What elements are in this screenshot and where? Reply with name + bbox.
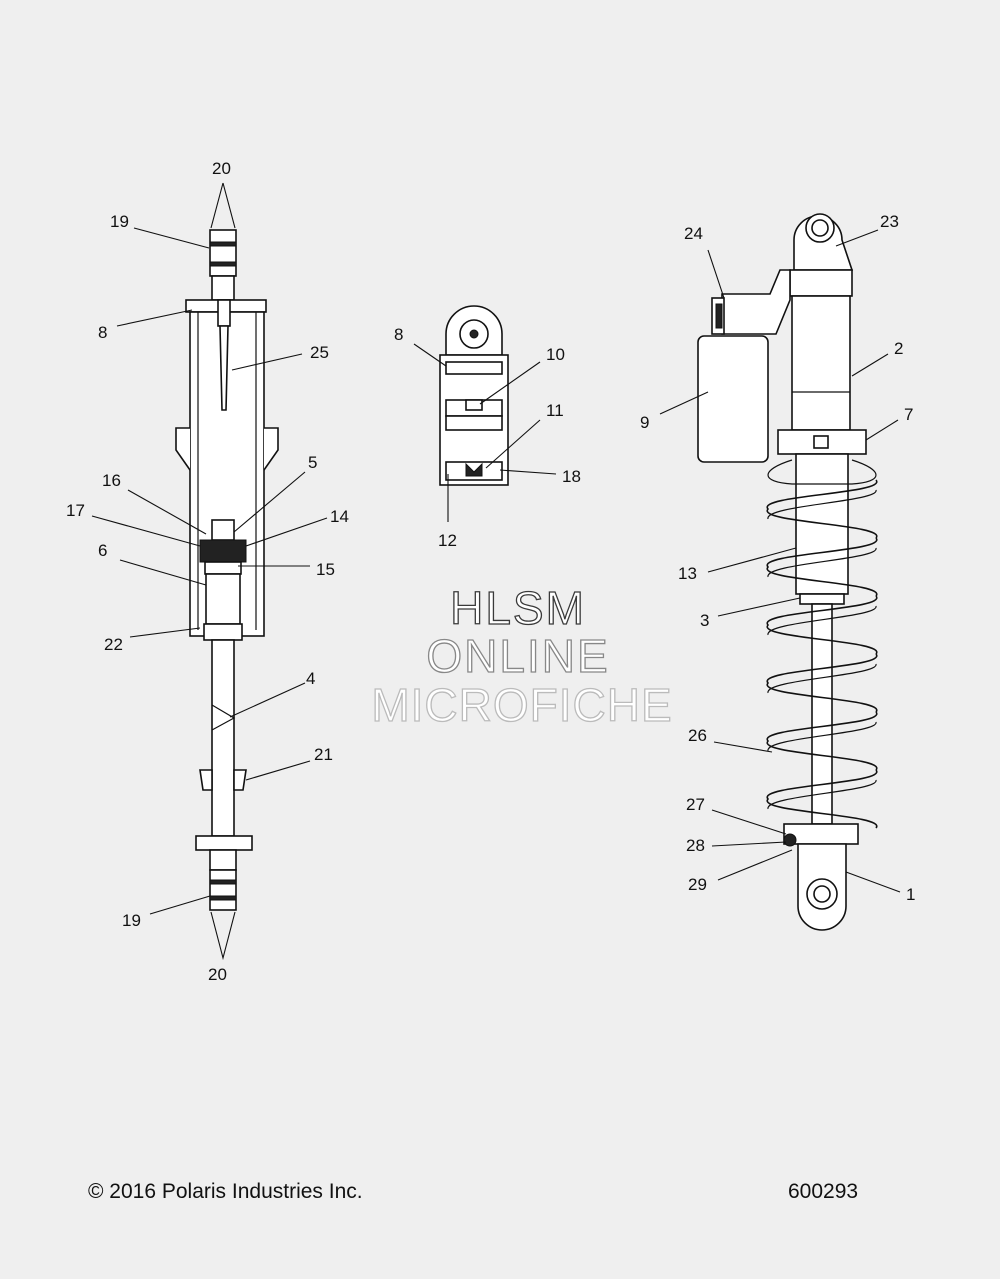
watermark-line-2: ONLINE — [426, 630, 609, 682]
callout-19-top: 19 — [110, 212, 129, 231]
bumper-right — [233, 769, 247, 791]
spring-coil-inner — [767, 605, 877, 636]
spring-coil — [766, 537, 878, 597]
bearing-top-mark — [209, 241, 237, 247]
shaft-eye-neck — [209, 849, 237, 871]
callout-1: 1 — [906, 885, 915, 904]
spring-coil — [766, 595, 878, 655]
callout-29: 29 — [688, 875, 707, 894]
callout-24: 24 — [684, 224, 703, 243]
callout-2: 2 — [894, 339, 903, 358]
shock-body-2 — [791, 295, 851, 431]
bottom-eyelet-bore — [813, 885, 831, 903]
shaft-eye-flange — [195, 835, 253, 851]
piston-nut — [204, 561, 242, 575]
watermark: HLSM ONLINE MICROFICHE — [371, 581, 673, 731]
valve-stack — [205, 573, 241, 625]
callout-17: 17 — [66, 501, 85, 520]
callout-20-top: 20 — [212, 159, 231, 178]
bearing-top — [209, 229, 237, 277]
piston — [199, 539, 247, 563]
bearing-bottom-mark2 — [209, 895, 237, 901]
callout-15: 15 — [316, 560, 335, 579]
drawing-number: 600293 — [788, 1180, 859, 1203]
spring-coil-inner — [767, 547, 877, 578]
shock-shaft — [811, 603, 833, 825]
bearing-bottom — [209, 869, 237, 911]
bump-stop-25 — [219, 325, 229, 411]
callout-9: 9 — [640, 413, 649, 432]
bumper-left — [199, 769, 213, 791]
left-shock-assembly — [175, 182, 279, 961]
left-leaders — [91, 227, 328, 915]
shaft — [211, 639, 235, 837]
reservoir-end — [445, 461, 503, 481]
callout-labels: 20 19 8 25 16 5 17 14 6 15 22 4 21 19 20… — [66, 159, 915, 984]
callout-6: 6 — [98, 541, 107, 560]
side-tab-right — [263, 427, 279, 471]
callout-16: 16 — [102, 471, 121, 490]
side-tab-left — [175, 427, 191, 471]
callout-4: 4 — [306, 669, 315, 688]
body-neck — [211, 275, 235, 301]
reservoir-cap — [445, 361, 503, 375]
shaft-mark-4 — [211, 704, 236, 731]
reservoir-9 — [697, 335, 769, 463]
callout-23: 23 — [880, 212, 899, 231]
arrow-top-left — [210, 182, 236, 229]
callout-3: 3 — [700, 611, 709, 630]
callout-27: 27 — [686, 795, 705, 814]
callout-10: 10 — [546, 345, 565, 364]
coil-spring-26 — [766, 479, 878, 829]
callout-22: 22 — [104, 635, 123, 654]
right-leaders — [659, 229, 901, 893]
callout-20-bottom: 20 — [208, 965, 227, 984]
right-shock-assembly — [697, 213, 878, 931]
spring-coil-inner — [767, 489, 877, 520]
reservoir-bridge — [721, 269, 791, 335]
piston-rod-top — [211, 519, 235, 541]
callout-19-bottom: 19 — [122, 911, 141, 930]
callout-28: 28 — [686, 836, 705, 855]
spring-coil-inner — [767, 663, 877, 694]
callout-25: 25 — [310, 343, 329, 362]
reservoir-piston-slot — [465, 399, 483, 411]
spring-coil-inner — [767, 721, 877, 752]
spring-coil — [766, 711, 878, 771]
callout-26: 26 — [688, 726, 707, 745]
callout-14: 14 — [330, 507, 349, 526]
spring-coil-inner — [767, 779, 877, 810]
callout-13: 13 — [678, 564, 697, 583]
reservoir-valve — [465, 462, 483, 477]
watermark-line-1: HLSM — [450, 582, 586, 634]
bearing-bottom-mark — [209, 879, 237, 885]
copyright-notice: © 2016 Polaris Industries Inc. — [88, 1180, 363, 1203]
bump-stop-3 — [799, 593, 845, 605]
spring-coil — [766, 769, 878, 829]
arrow-bottom-left — [210, 911, 236, 961]
callout-21: 21 — [314, 745, 333, 764]
callout-18: 18 — [562, 467, 581, 486]
callout-5: 5 — [308, 453, 317, 472]
callout-8-left: 8 — [98, 323, 107, 342]
bearing-top-mark2 — [209, 261, 237, 267]
callout-11: 11 — [546, 401, 564, 420]
clip-27 — [783, 833, 797, 847]
spring-coil — [766, 479, 878, 539]
callout-7: 7 — [904, 405, 913, 424]
seal-head — [203, 623, 243, 641]
body-head — [789, 269, 853, 297]
reservoir-detail — [439, 305, 509, 486]
watermark-line-3: MICROFICHE — [371, 679, 672, 731]
reservoir-eyelet-hole — [469, 329, 479, 339]
top-pin — [217, 299, 231, 327]
middle-leaders — [413, 343, 557, 522]
callout-8-middle: 8 — [394, 325, 403, 344]
spring-coil — [766, 653, 878, 713]
reservoir-seal — [445, 415, 503, 431]
callout-12: 12 — [438, 531, 457, 550]
top-eyelet-bore — [811, 219, 829, 237]
